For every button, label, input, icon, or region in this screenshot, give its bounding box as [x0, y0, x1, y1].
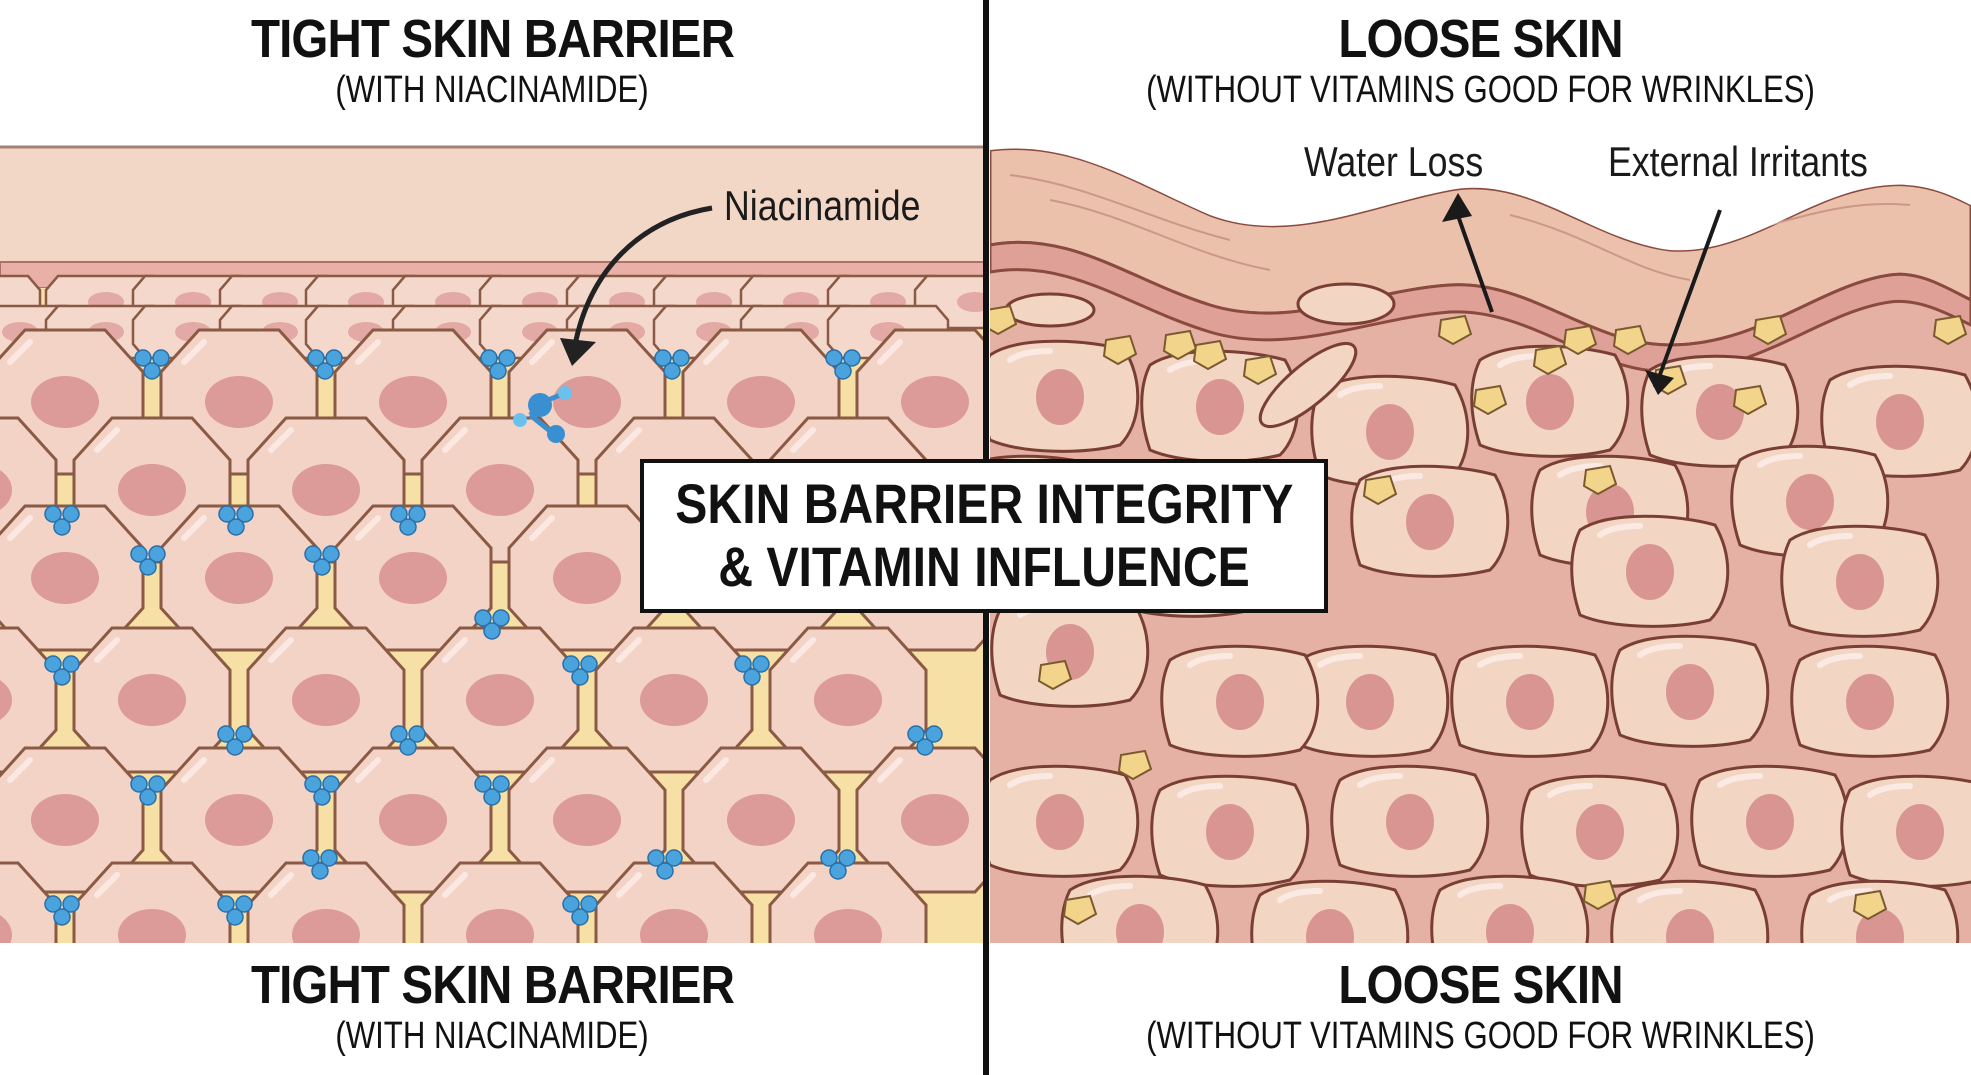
main-title-box: SKIN BARRIER INTEGRITY & VITAMIN INFLUEN… [640, 459, 1328, 613]
right-panel-loose-skin: LOOSE SKIN (WITHOUT VITAMINS GOOD FOR WR… [990, 0, 1971, 1075]
tight-skin-illustration [0, 145, 984, 1075]
niacinamide-label: Niacinamide [724, 182, 921, 229]
main-title-line-1: SKIN BARRIER INTEGRITY [674, 472, 1294, 536]
water-loss-label: Water Loss [1304, 138, 1484, 185]
right-bottom-heading: LOOSE SKIN (WITHOUT VITAMINS GOOD FOR WR… [990, 958, 1971, 1058]
left-bottom-subtitle: (WITH NIACINAMIDE) [335, 1015, 649, 1057]
left-top-subtitle: (WITH NIACINAMIDE) [335, 69, 649, 111]
right-bottom-subtitle: (WITHOUT VITAMINS GOOD FOR WRINKLES) [1146, 1015, 1815, 1057]
left-bottom-heading: TIGHT SKIN BARRIER (WITH NIACINAMIDE) [0, 958, 984, 1058]
left-panel-tight-skin: TIGHT SKIN BARRIER (WITH NIACINAMIDE) Ni… [0, 0, 984, 1075]
right-top-title: LOOSE SKIN [1338, 9, 1623, 69]
right-top-heading: LOOSE SKIN (WITHOUT VITAMINS GOOD FOR WR… [990, 12, 1971, 112]
external-irritants-label: External Irritants [1608, 138, 1868, 185]
right-bottom-title: LOOSE SKIN [1338, 955, 1623, 1015]
loose-skin-illustration [990, 140, 1971, 1075]
niacinamide-molecule-icon [513, 386, 572, 443]
right-top-subtitle: (WITHOUT VITAMINS GOOD FOR WRINKLES) [1146, 69, 1815, 111]
left-top-title: TIGHT SKIN BARRIER [250, 9, 734, 69]
main-title-line-2: & VITAMIN INFLUENCE [718, 535, 1250, 598]
left-bottom-title: TIGHT SKIN BARRIER [250, 955, 734, 1015]
left-top-heading: TIGHT SKIN BARRIER (WITH NIACINAMIDE) [0, 12, 984, 112]
